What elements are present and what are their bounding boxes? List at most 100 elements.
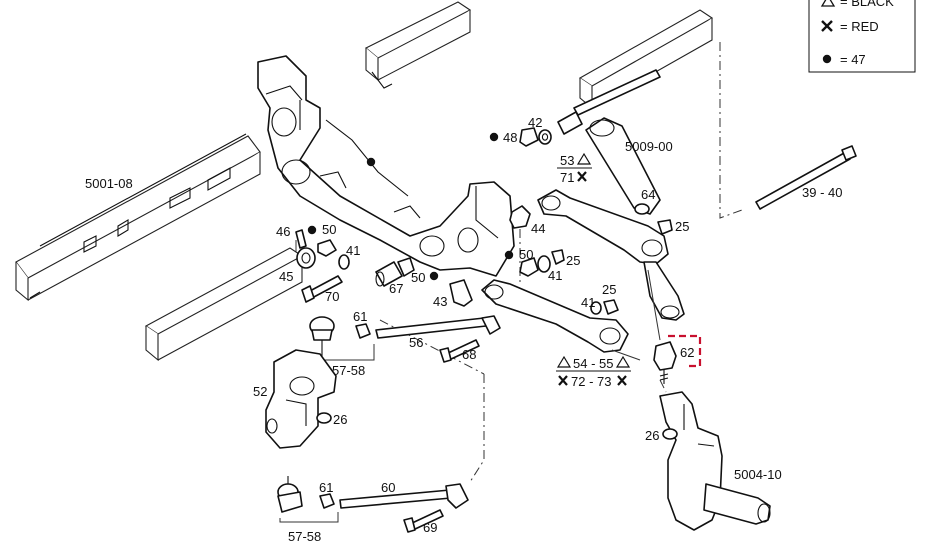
callout-68: 68 xyxy=(462,347,476,362)
nut-25-lower xyxy=(603,299,619,315)
callout-69: 69 xyxy=(423,520,437,535)
callout-26-left: 26 xyxy=(333,412,347,427)
assembly-line-center xyxy=(469,374,485,483)
nut-25-mid xyxy=(551,249,565,265)
callout-48: 48 xyxy=(503,130,517,145)
callout-56: 56 xyxy=(409,335,423,350)
callout-5009-00: 5009-00 xyxy=(625,139,673,154)
fraction-53-71: 53 71 xyxy=(557,152,592,185)
bracket-57-58-upper xyxy=(321,344,375,361)
callout-39-40: 39 - 40 xyxy=(802,185,842,200)
cross-icon xyxy=(821,20,833,32)
callout-64: 64 xyxy=(641,187,655,202)
nut-61-lower xyxy=(319,493,335,509)
knuckle-bracket-52 xyxy=(265,349,337,449)
washer-41-mid xyxy=(537,255,551,273)
long-bolt-39-40 xyxy=(755,145,857,210)
dot-icon xyxy=(429,271,439,281)
legend: = BLACK = RED = 47 xyxy=(808,0,916,73)
nut-48 xyxy=(519,127,539,147)
callout-25-mid: 25 xyxy=(566,253,580,268)
callout-25-upper: 25 xyxy=(675,219,689,234)
nut-26-left xyxy=(316,412,332,424)
callout-5004-10: 5004-10 xyxy=(734,467,782,482)
callout-72-73: 72 - 73 xyxy=(571,374,611,389)
callout-53: 53 xyxy=(560,153,574,168)
callout-41-right: 41 xyxy=(581,295,595,310)
crossmember xyxy=(257,55,515,277)
callout-41-left: 41 xyxy=(346,243,360,258)
triangle-icon xyxy=(576,152,592,165)
dot-icon xyxy=(489,132,499,142)
nut-26-right xyxy=(662,428,678,440)
assembly-line-joint xyxy=(659,379,667,393)
triangle-icon xyxy=(820,0,836,7)
nut-25-upper xyxy=(657,219,673,235)
cross-icon xyxy=(617,375,627,386)
callout-50-mid: 50 xyxy=(411,270,425,285)
washer-64 xyxy=(634,203,650,215)
callout-57-58-lower: 57-58 xyxy=(288,529,321,544)
legend-black: = BLACK xyxy=(840,0,894,9)
strut-rod xyxy=(643,261,685,321)
washer-42 xyxy=(538,129,552,145)
bump-stop-43 xyxy=(449,279,473,307)
cross-icon xyxy=(558,375,568,386)
callout-5001-08: 5001-08 xyxy=(85,176,133,191)
leader-strut-62 xyxy=(647,269,661,341)
callout-54-55: 54 - 55 xyxy=(573,356,613,371)
bolt-70 xyxy=(301,275,343,303)
ball-joint-62[interactable] xyxy=(653,341,677,384)
bolt-69 xyxy=(403,509,444,533)
rail-top-left xyxy=(365,1,472,89)
nut-50-left xyxy=(317,239,337,257)
dot-icon xyxy=(504,250,514,260)
legend-47: = 47 xyxy=(840,52,866,67)
callout-52: 52 xyxy=(253,384,267,399)
pin-46 xyxy=(295,229,307,249)
callout-45: 45 xyxy=(279,269,293,284)
spindle xyxy=(557,69,661,135)
leader-arm-62 xyxy=(611,349,641,361)
cross-icon xyxy=(577,171,587,182)
rail-lower-left xyxy=(144,247,304,362)
dot-icon xyxy=(366,157,376,167)
callout-50-left: 50 xyxy=(322,222,336,237)
callout-57-58-upper: 57-58 xyxy=(332,363,365,378)
bolt-68 xyxy=(439,339,480,363)
callout-61-upper: 61 xyxy=(353,309,367,324)
dot-icon xyxy=(307,225,317,235)
triangle-icon xyxy=(615,355,631,368)
ball-joint-57-58-lower xyxy=(277,476,303,513)
ball-joint-57-58-upper xyxy=(309,316,335,356)
washer-41-right xyxy=(590,301,602,315)
callout-44: 44 xyxy=(531,221,545,236)
upper-control-arm xyxy=(537,189,669,265)
assembly-line-right xyxy=(719,42,743,219)
callout-67: 67 xyxy=(389,281,403,296)
highlight-frame-62 xyxy=(668,334,702,368)
upper-arm-5009-00 xyxy=(585,117,661,215)
washer-41-left xyxy=(338,254,350,270)
fraction-54-55-72-73: 54 - 55 72 - 73 xyxy=(556,355,631,389)
triangle-icon xyxy=(556,355,572,368)
steering-knuckle-5004-10 xyxy=(659,391,771,531)
callout-41-mid: 41 xyxy=(548,268,562,283)
callout-60: 60 xyxy=(381,480,395,495)
nut-50-mid xyxy=(397,257,415,277)
callout-46: 46 xyxy=(276,224,290,239)
callout-26-right: 26 xyxy=(645,428,659,443)
callout-70: 70 xyxy=(325,289,339,304)
callout-50-right: 50 xyxy=(519,247,533,262)
bracket-57-58-lower xyxy=(279,512,339,523)
callout-71: 71 xyxy=(560,170,574,185)
callout-42: 42 xyxy=(528,115,542,130)
callout-61-lower: 61 xyxy=(319,480,333,495)
bushing-67 xyxy=(375,261,403,287)
dot-icon xyxy=(822,54,832,64)
bracket-44 xyxy=(509,205,531,229)
tie-rod-56 xyxy=(375,315,501,339)
callout-43: 43 xyxy=(433,294,447,309)
legend-red: = RED xyxy=(840,19,879,34)
